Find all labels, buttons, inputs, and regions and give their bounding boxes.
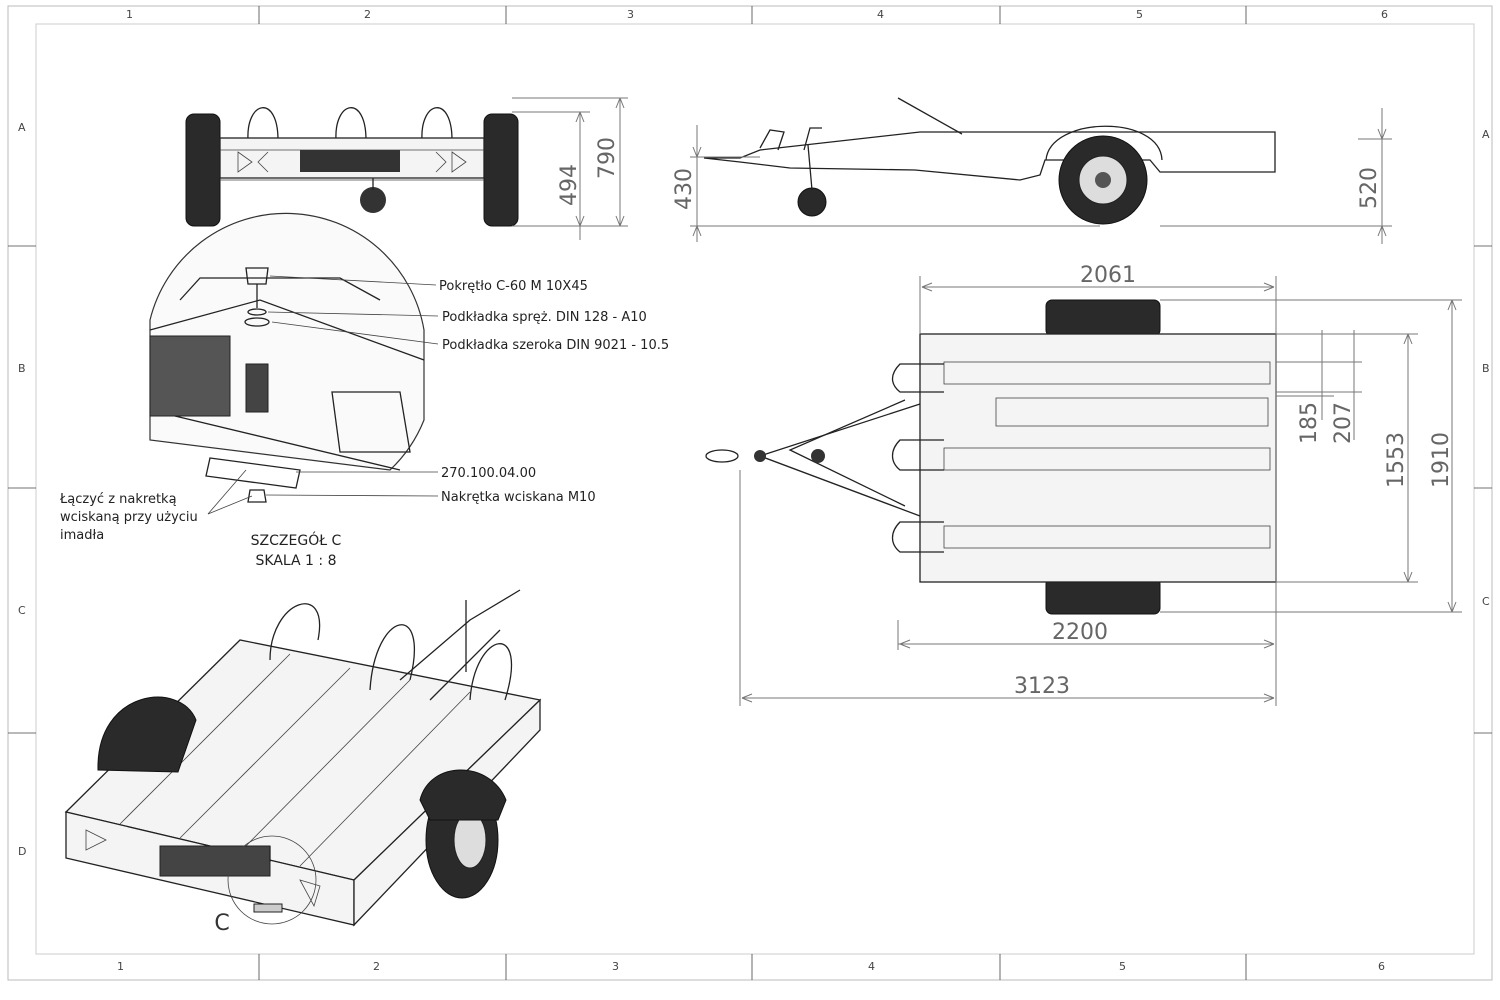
- detail-c-bracket: [205, 457, 301, 489]
- zone-row-left-d: D: [18, 845, 26, 858]
- front-view-right-tire: [483, 113, 519, 227]
- zone-col-top-6: 6: [1381, 8, 1388, 21]
- front-view-dimension-lines: [512, 97, 628, 240]
- side-view-fender: [1045, 125, 1163, 161]
- zone-ticks: [8, 6, 1492, 980]
- zone-col-top-2: 2: [364, 8, 371, 21]
- front-view-light-bar: [300, 150, 400, 172]
- callout-press-nut: Nakrętka wciskana M10: [441, 490, 596, 505]
- dim-front-frame-height: 494: [557, 164, 582, 206]
- dim-top-rail-spacing-1: 185: [1297, 402, 1322, 444]
- isometric-view: [64, 589, 542, 927]
- callout-spring-washer: Podkładka spręż. DIN 128 - A10: [442, 310, 647, 325]
- zone-col-bottom-6: 6: [1378, 960, 1385, 973]
- side-view-jockey-wheel: [797, 187, 827, 217]
- callout-knob: Pokrętło C-60 M 10X45: [439, 279, 588, 294]
- callout-note-line3: imadła: [60, 528, 104, 543]
- detail-c-marker-label: C: [214, 911, 229, 936]
- zone-row-right-b: B: [1482, 362, 1490, 375]
- front-view-wheel-chocks: [247, 107, 453, 141]
- zone-col-bottom-5: 5: [1119, 960, 1126, 973]
- detail-c-press-nut: [247, 489, 267, 503]
- detail-caption-title: SZCZEGÓŁ C: [251, 531, 342, 549]
- detail-caption-scale: SKALA 1 : 8: [256, 553, 337, 569]
- zone-col-top-3: 3: [627, 8, 634, 21]
- side-view-handle: [897, 97, 963, 135]
- iso-detail-marker-circle: [227, 835, 317, 925]
- zone-col-bottom-2: 2: [373, 960, 380, 973]
- detail-c-spring-washer: [247, 308, 267, 316]
- detail-c-view: [149, 212, 425, 503]
- iso-drawbar: [399, 589, 521, 701]
- top-view-bed: [919, 333, 1277, 583]
- iso-right-fender: [419, 769, 507, 821]
- top-view-dimension-lines: [739, 276, 1462, 706]
- front-view: [185, 107, 519, 227]
- side-view-dimension-lines: [690, 108, 1392, 244]
- zone-row-right-a: A: [1482, 128, 1490, 141]
- detail-c-reflector: [331, 391, 411, 453]
- zone-col-top-1: 1: [126, 8, 133, 21]
- top-view: [705, 299, 1277, 615]
- callout-part-number: 270.100.04.00: [441, 466, 536, 481]
- side-view: [703, 97, 1276, 225]
- inner-frame: [35, 23, 1475, 955]
- dim-top-rail-spacing-2: 207: [1331, 402, 1356, 444]
- dim-top-bed-length: 2061: [1080, 263, 1136, 288]
- side-view-frame: [703, 131, 1276, 181]
- top-view-wheel-chocks: [891, 363, 944, 553]
- top-view-safety-cable: [705, 449, 739, 463]
- zone-row-right-c: C: [1482, 595, 1490, 608]
- front-view-left-tire: [185, 113, 221, 227]
- zone-col-bottom-1: 1: [117, 960, 124, 973]
- iso-light-bar: [159, 845, 271, 877]
- top-view-wheel-top: [1045, 299, 1161, 337]
- top-view-wheel-bottom: [1045, 577, 1161, 615]
- dim-top-overall-length: 3123: [1014, 674, 1070, 699]
- dim-top-axle-track: 2200: [1052, 620, 1108, 645]
- zone-col-top-4: 4: [877, 8, 884, 21]
- dim-top-overall-width: 1910: [1429, 432, 1454, 488]
- zone-col-bottom-3: 3: [612, 960, 619, 973]
- zone-col-bottom-4: 4: [868, 960, 875, 973]
- dim-side-frame-height: 520: [1357, 167, 1382, 209]
- callout-wide-washer: Podkładka szeroka DIN 9021 - 10.5: [442, 338, 669, 353]
- front-view-jockey-wheel: [360, 187, 386, 213]
- zone-row-left-b: B: [18, 362, 26, 375]
- detail-c-knob: [245, 267, 269, 285]
- iso-left-fender: [97, 696, 197, 773]
- zone-col-top-5: 5: [1136, 8, 1143, 21]
- side-view-coupling: [759, 127, 822, 151]
- dim-front-total-height: 790: [595, 137, 620, 179]
- dim-side-drawbar-height: 430: [672, 168, 697, 210]
- iso-wheel-chocks: [269, 603, 513, 701]
- detail-c-wide-washer: [244, 317, 270, 327]
- callout-note-line2: wciskaną przy użyciu: [60, 510, 198, 525]
- callout-note-line1: Łączyć z nakretką: [59, 492, 177, 507]
- detail-c-light-box: [149, 335, 231, 417]
- dim-top-bed-width: 1553: [1384, 432, 1409, 488]
- zone-row-left-a: A: [18, 121, 26, 134]
- detail-callout-leaders: [207, 275, 439, 515]
- zone-row-left-c: C: [18, 604, 26, 617]
